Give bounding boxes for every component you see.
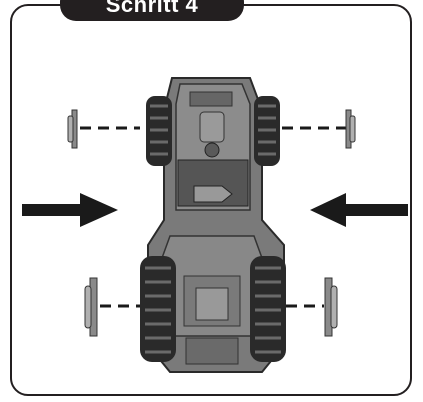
arrow-right-icon (22, 193, 118, 227)
tire-front-left (146, 96, 172, 166)
tire-rear-left (140, 256, 176, 362)
arrow-left-icon (310, 193, 408, 227)
hubcap-icon (85, 278, 97, 336)
tire-rear-right (250, 256, 286, 362)
tire-front-right (254, 96, 280, 166)
hubcap-icon (346, 110, 355, 148)
hubcap-icon (68, 110, 77, 148)
hubcap-icon (325, 278, 337, 336)
